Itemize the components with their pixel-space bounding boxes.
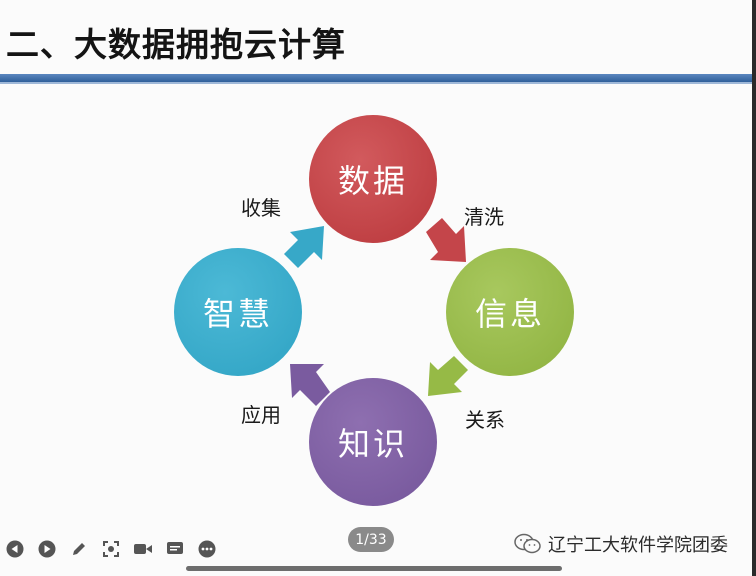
slide-title: 二、大数据拥抱云计算: [6, 25, 346, 64]
watermark: 辽宁工大软件学院团委: [514, 531, 728, 557]
comment-icon: [167, 542, 183, 554]
node-information: 信息: [446, 248, 574, 376]
pen-icon: [73, 543, 85, 555]
camera-button[interactable]: [132, 538, 154, 560]
more-button[interactable]: [196, 538, 218, 560]
node-information-label: 信息: [474, 295, 545, 333]
arrow-data-to-information-icon: [426, 218, 466, 262]
progress-bar[interactable]: [186, 566, 562, 571]
window-edge: [752, 0, 756, 576]
page-indicator: 1/33: [348, 527, 394, 552]
more-icon: [198, 540, 216, 558]
player-toolbar: [4, 538, 218, 560]
watermark-text: 辽宁工大软件学院团委: [548, 535, 728, 556]
node-data-label: 数据: [337, 162, 408, 200]
title-rule-accent: [0, 82, 756, 84]
title-rule: [0, 74, 756, 82]
arrow-wisdom-to-data-icon: [284, 226, 324, 268]
wechat-icon: [514, 533, 541, 554]
node-wisdom-label: 智慧: [202, 295, 273, 333]
comment-button[interactable]: [164, 538, 186, 560]
node-wisdom: 智慧: [174, 248, 302, 376]
label-apply: 应用: [241, 403, 281, 427]
arrow-knowledge-to-wisdom-icon: [290, 364, 330, 406]
arrow-information-to-knowledge-icon: [428, 356, 468, 396]
pen-button[interactable]: [68, 538, 90, 560]
previous-button[interactable]: [4, 538, 26, 560]
next-button[interactable]: [36, 538, 58, 560]
label-relation: 关系: [465, 408, 505, 432]
screenshot-icon: [103, 541, 119, 557]
node-knowledge: 知识: [309, 378, 437, 506]
label-collect: 收集: [241, 196, 281, 220]
label-clean: 清洗: [464, 205, 504, 229]
next-icon: [38, 540, 56, 558]
video-camera-icon: [134, 544, 152, 554]
screenshot-button[interactable]: [100, 538, 122, 560]
node-knowledge-label: 知识: [337, 425, 408, 463]
previous-icon: [6, 540, 24, 558]
node-data: 数据: [309, 115, 437, 243]
